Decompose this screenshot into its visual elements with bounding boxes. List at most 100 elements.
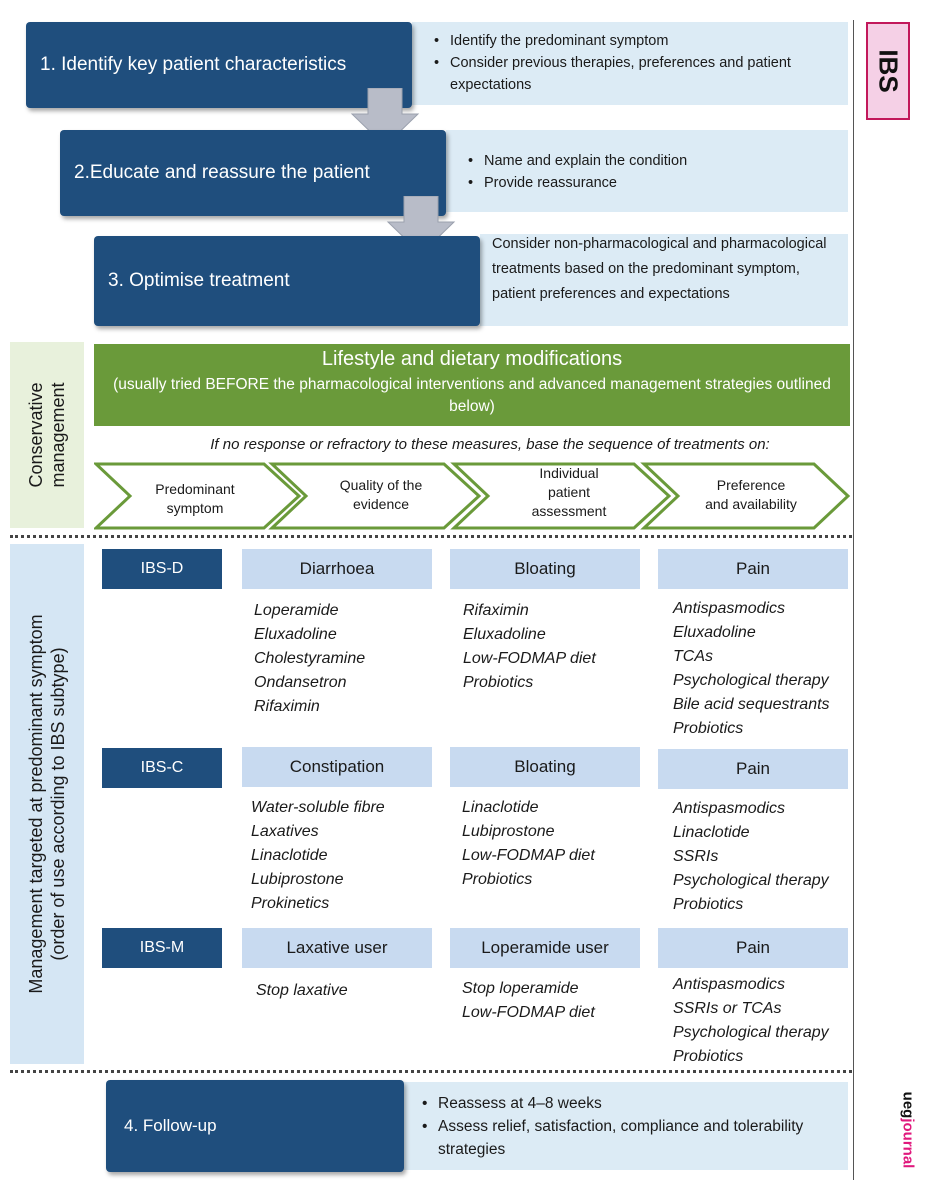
step2-box: 2.Educate and reassure the patient	[60, 130, 446, 216]
treatment-list: Linaclotide Lubiprostone Low-FODMAP diet…	[462, 796, 652, 892]
chevron-line: assessment	[531, 503, 607, 519]
symptom-header-bloating: Bloating	[450, 549, 640, 589]
treatment-list: Stop laxative	[256, 979, 446, 1003]
symptom-header-pain: Pain	[658, 749, 848, 789]
treatment-item: Lubiprostone	[462, 823, 555, 840]
treatment-item: Psychological therapy	[673, 1024, 829, 1041]
step4-detail-panel: Reassess at 4–8 weeks Assess relief, sat…	[404, 1082, 848, 1170]
symptom-header-bloating: Bloating	[450, 747, 640, 787]
logo-ueg: ueg	[899, 1091, 917, 1119]
treatment-item: Antispasmodics	[673, 800, 786, 817]
conservative-label-line1: Conservative	[26, 382, 46, 488]
chevron-line: Predominant	[155, 481, 235, 497]
lifestyle-title: Lifestyle and dietary modifications	[321, 348, 623, 370]
chevron-line: evidence	[352, 496, 410, 512]
step4-box: 4. Follow-up	[106, 1080, 404, 1172]
step4-bullets: Reassess at 4–8 weeks Assess relief, sat…	[420, 1092, 840, 1161]
chevron-quality-evidence: Quality of the evidence	[306, 476, 456, 514]
symptom-header-constipation: Constipation	[242, 747, 432, 787]
step2-detail-panel: Name and explain the condition Provide r…	[446, 130, 848, 212]
ibs-side-tab-label: IBS	[873, 49, 904, 93]
step1-bullet: Consider previous therapies, preferences…	[432, 52, 832, 96]
treatment-item: Probiotics	[673, 720, 744, 737]
treatment-item: Loperamide	[254, 602, 339, 619]
treatment-item: Lubiprostone	[251, 871, 344, 888]
treatment-item: TCAs	[673, 648, 713, 665]
treatment-item: Psychological therapy	[673, 872, 829, 889]
symptom-header-pain: Pain	[658, 928, 848, 968]
chevron-shape	[94, 462, 302, 530]
step1-box: 1. Identify key patient characteristics	[26, 22, 412, 108]
symptom-header-pain: Pain	[658, 549, 848, 589]
treatment-item: SSRIs or TCAs	[673, 1000, 782, 1017]
treatment-item: Rifaximin	[463, 602, 529, 619]
treatment-item: Low-FODMAP diet	[462, 1004, 595, 1021]
subtype-ibs-c: IBS-C	[102, 748, 222, 788]
lifestyle-subtitle: (usually tried BEFORE the pharmacologica…	[113, 376, 831, 415]
treatment-item: Stop loperamide	[462, 980, 579, 997]
treatment-list: Antispasmodics Linaclotide SSRIs Psychol…	[673, 797, 853, 917]
chevron-line: and availability	[705, 496, 797, 512]
treatment-list: Antispasmodics Eluxadoline TCAs Psycholo…	[673, 597, 853, 741]
treatment-list: Antispasmodics SSRIs or TCAs Psychologic…	[673, 973, 853, 1069]
chevron-shape	[268, 462, 482, 530]
chevron-line: patient	[547, 484, 591, 500]
right-border-line	[853, 20, 854, 1180]
treatment-list: Loperamide Eluxadoline Cholestyramine On…	[254, 599, 444, 719]
treatment-item: Laxatives	[251, 823, 319, 840]
targeted-side-label: Management targeted at predominant sympt…	[25, 549, 69, 1059]
step2-title: 2.Educate and reassure the patient	[74, 162, 370, 183]
treatment-item: Linaclotide	[673, 824, 750, 841]
refractory-text: If no response or refractory to these me…	[210, 436, 770, 453]
subtype-ibs-d: IBS-D	[102, 549, 222, 589]
step2-bullets: Name and explain the condition Provide r…	[466, 150, 836, 194]
ibs-side-tab: IBS	[866, 22, 910, 120]
step3-detail-panel: Consider non-pharmacological and pharmac…	[480, 234, 848, 326]
chevron-individual-assessment: Individual patient assessment	[494, 464, 644, 521]
treatment-item: Low-FODMAP diet	[463, 650, 596, 667]
step1-title: 1. Identify key patient characteristics	[40, 54, 347, 75]
treatment-item: Probiotics	[463, 674, 534, 691]
chevron-line: Individual	[539, 465, 599, 481]
treatment-item: Bile acid sequestrants	[673, 696, 830, 713]
lifestyle-banner: Lifestyle and dietary modifications (usu…	[94, 344, 850, 426]
targeted-side-panel	[10, 544, 84, 1064]
step3-title: 3. Optimise treatment	[108, 270, 290, 291]
treatment-item: Psychological therapy	[673, 672, 829, 689]
treatment-item: SSRIs	[673, 848, 719, 865]
treatment-item: Linaclotide	[251, 847, 328, 864]
treatment-list: Water-soluble fibre Laxatives Linaclotid…	[251, 796, 446, 916]
treatment-item: Ondansetron	[254, 674, 347, 691]
treatment-item: Eluxadoline	[673, 624, 756, 641]
step4-bullet: Reassess at 4–8 weeks	[420, 1092, 840, 1115]
treatment-item: Rifaximin	[254, 698, 320, 715]
section-divider	[10, 535, 852, 538]
step1-detail-panel: Identify the predominant symptom Conside…	[412, 22, 848, 105]
section-divider	[10, 1070, 852, 1073]
subtype-ibs-m: IBS-M	[102, 928, 222, 968]
step3-text: Consider non-pharmacological and pharmac…	[492, 236, 827, 302]
treatment-item: Eluxadoline	[254, 626, 337, 643]
logo-journal: journal	[899, 1118, 917, 1169]
step4-title: 4. Follow-up	[124, 1116, 217, 1135]
targeted-label-line2: (order of use according to IBS subtype)	[48, 647, 68, 961]
targeted-label-line1: Management targeted at predominant sympt…	[26, 614, 46, 994]
step3-box: 3. Optimise treatment	[94, 236, 480, 326]
conservative-side-panel	[10, 342, 84, 528]
uegjournal-logo: uegjournal	[895, 1090, 921, 1170]
treatment-item: Low-FODMAP diet	[462, 847, 595, 864]
conservative-label-line2: management	[48, 382, 68, 488]
treatment-item: Probiotics	[673, 896, 744, 913]
step1-bullet: Identify the predominant symptom	[432, 30, 832, 52]
treatment-item: Antispasmodics	[673, 600, 786, 617]
treatment-item: Probiotics	[673, 1048, 744, 1065]
step1-bullets: Identify the predominant symptom Conside…	[432, 30, 832, 96]
chevron-line: symptom	[166, 500, 224, 516]
treatment-list: Rifaximin Eluxadoline Low-FODMAP diet Pr…	[463, 599, 653, 695]
treatment-item: Stop laxative	[256, 982, 348, 999]
treatment-item: Cholestyramine	[254, 650, 366, 667]
step4-bullet: Assess relief, satisfaction, compliance …	[420, 1115, 840, 1161]
treatment-item: Antispasmodics	[673, 976, 786, 993]
chevron-line: Preference	[716, 477, 786, 493]
step2-bullet: Name and explain the condition	[466, 150, 836, 172]
